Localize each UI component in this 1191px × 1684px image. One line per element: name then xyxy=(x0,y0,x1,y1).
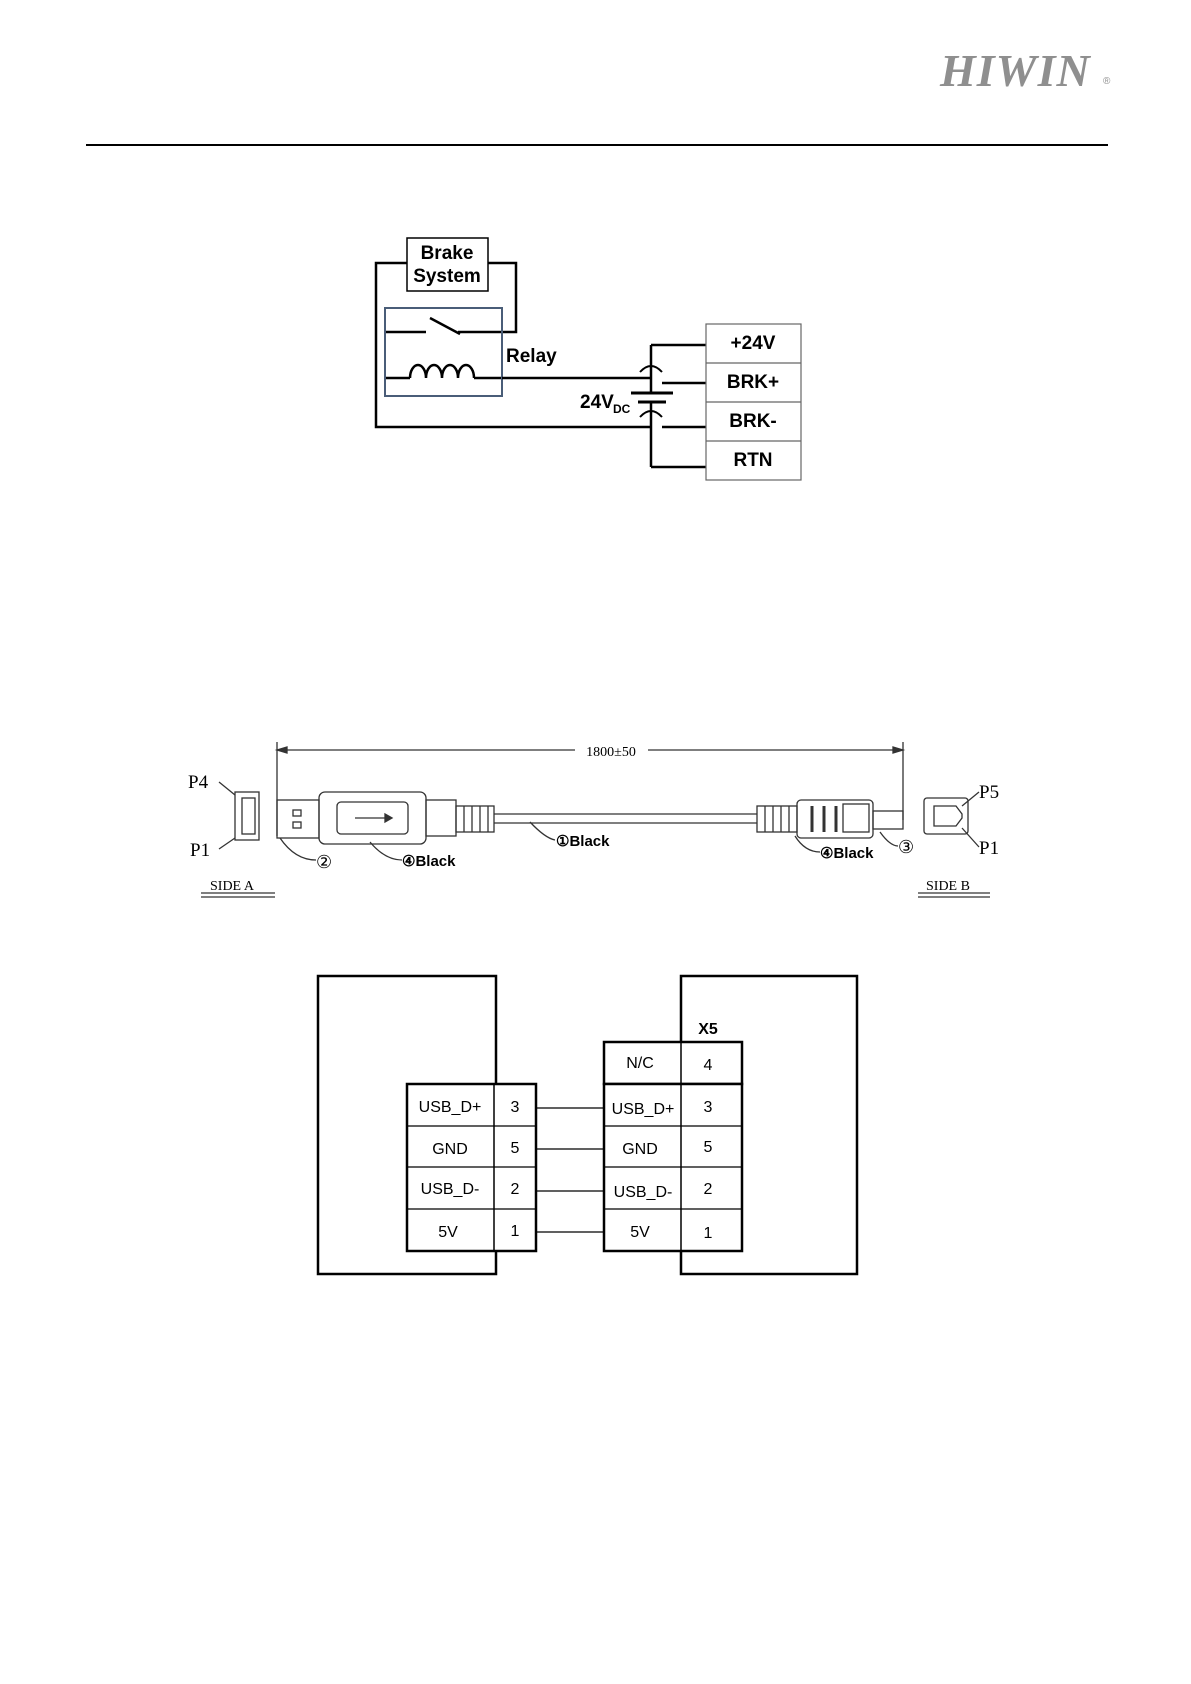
mini-usb-metal xyxy=(873,811,903,829)
brake-label-line1: Brake xyxy=(421,243,474,264)
dim-arrow-left xyxy=(277,747,287,753)
right-row-signal: USB_D- xyxy=(614,1184,673,1201)
x5-connector-title: X5 xyxy=(698,1021,718,1038)
callout-3: ③ xyxy=(898,837,914,857)
right-row-pin: 3 xyxy=(704,1099,713,1116)
usb-cable-labels: 1800±50 P4 P1 P5 P1 SIDE A SIDE B ② ④Bla… xyxy=(188,745,999,894)
side-b-end-inner xyxy=(934,806,962,826)
usb-wiring-diagram xyxy=(318,976,857,1274)
supply-voltage-sub: DC xyxy=(613,402,631,416)
right-row-signal: GND xyxy=(622,1141,658,1158)
right-row-pin: 5 xyxy=(704,1139,713,1156)
callout-leader-4a xyxy=(370,842,402,860)
callout-1-black: ①Black xyxy=(556,833,610,850)
side-a-pin-p1: P1 xyxy=(190,840,210,861)
left-row-pin: 3 xyxy=(511,1099,520,1116)
relay-coil xyxy=(410,365,474,378)
dim-arrow-right xyxy=(893,747,903,753)
terminal-rtn: RTN xyxy=(733,450,772,471)
relay-label: Relay xyxy=(506,346,557,367)
side-b-pin-p1: P1 xyxy=(979,838,999,859)
mini-usb-logo-panel xyxy=(843,804,869,832)
side-a-leader-p4 xyxy=(219,782,235,795)
mini-usb-strain xyxy=(757,806,797,832)
right-nc-pin: 4 xyxy=(704,1057,713,1074)
usb-a-hole2 xyxy=(293,822,301,828)
usb-a-metal xyxy=(277,800,319,838)
callout-leader-3 xyxy=(880,832,898,846)
relay-frame xyxy=(385,308,502,396)
terminal-brkminus: BRK- xyxy=(729,411,777,432)
right-row-signal: USB_D+ xyxy=(612,1101,675,1118)
left-row-pin: 5 xyxy=(511,1140,520,1157)
terminal-plus24v: +24V xyxy=(731,333,776,354)
left-row-pin: 2 xyxy=(511,1181,520,1198)
usb-logo-arrow xyxy=(385,814,392,822)
callout-4-black-b: ④Black xyxy=(820,845,874,862)
cable-length-label: 1800±50 xyxy=(586,745,636,760)
side-b-leader-p5 xyxy=(962,792,979,806)
callout-leader-1 xyxy=(530,822,555,840)
relay-switch-blade xyxy=(430,318,460,334)
right-row-pin: 1 xyxy=(704,1225,713,1242)
side-a-leader-p1 xyxy=(219,838,235,849)
left-row-signal: USB_D+ xyxy=(419,1099,482,1116)
side-a-end-inner xyxy=(242,798,255,834)
left-row-signal: 5V xyxy=(438,1224,458,1241)
right-row-pin: 2 xyxy=(704,1181,713,1198)
side-a-label: SIDE A xyxy=(210,879,255,894)
left-row-pin: 1 xyxy=(511,1223,520,1240)
usb-a-hole1 xyxy=(293,810,301,816)
callout-leader-2 xyxy=(280,838,316,860)
left-row-signal: USB_D- xyxy=(421,1181,480,1198)
brake-label-line2: System xyxy=(413,266,481,287)
right-row-signal: 5V xyxy=(630,1224,650,1241)
callout-2: ② xyxy=(316,852,332,872)
terminal-brkplus: BRK+ xyxy=(727,372,779,393)
right-nc-signal: N/C xyxy=(626,1055,654,1072)
side-a-pin-p4: P4 xyxy=(188,772,209,793)
supply-voltage-label: 24V xyxy=(580,392,614,413)
right-nc-row xyxy=(604,1042,742,1084)
usb-a-collar xyxy=(426,800,456,836)
left-row-signal: GND xyxy=(432,1141,468,1158)
usb-cable-drawing xyxy=(201,742,990,897)
side-b-leader-p1 xyxy=(962,828,979,847)
side-b-label: SIDE B xyxy=(926,879,970,894)
side-b-pin-p5: P5 xyxy=(979,782,999,803)
callout-4-black-a: ④Black xyxy=(402,853,456,870)
